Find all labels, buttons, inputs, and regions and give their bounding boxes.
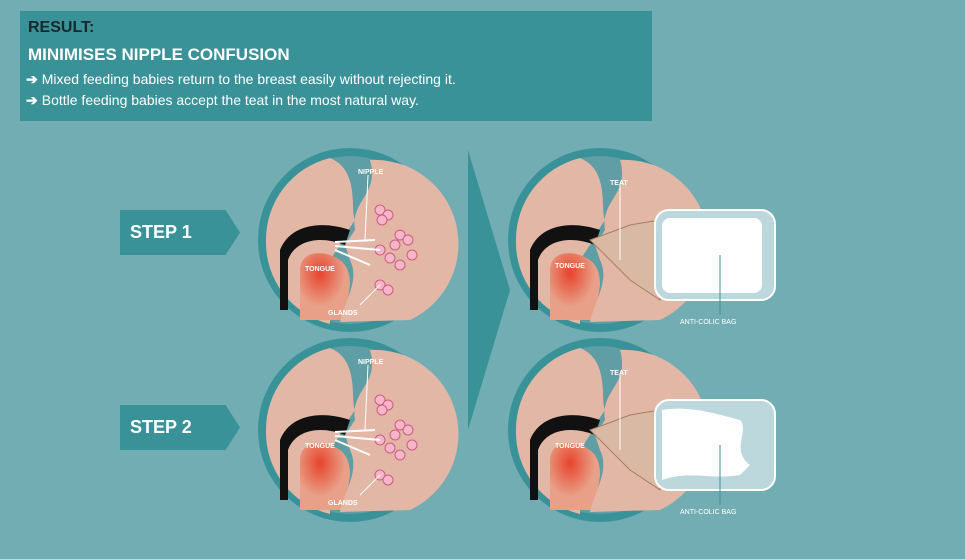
arrow-right-icon: ➔ [26,92,38,108]
glands-label: GLANDS [328,310,358,317]
step-2-label: STEP 2 [120,405,240,450]
arrow-right-icon: ➔ [26,71,38,87]
glands-label: GLANDS [328,500,358,507]
bullet-text: Mixed feeding babies return to the breas… [41,71,456,87]
teat-label: TEAT [610,180,628,187]
step-1-label: STEP 1 [120,210,240,255]
result-title: MINIMISES NIPPLE CONFUSION [28,45,290,64]
anti-colic-bag-label: ANTI-COLIC BAG [680,319,736,326]
bottle-step-1: TEAT TONGUE ANTI-COLIC BAG [508,148,776,332]
tongue-label: TONGUE [305,266,335,273]
transition-arrow-icon [468,150,510,430]
result-panel: RESULT: MINIMISES NIPPLE CONFUSION ➔Mixe… [20,11,652,121]
nipple-label: NIPPLE [358,359,384,366]
anti-colic-bag-label: ANTI-COLIC BAG [680,509,736,516]
breast-step-1: NIPPLE TONGUE GLANDS [258,148,459,332]
bullet-text: Bottle feeding babies accept the teat in… [41,92,419,108]
bottle-step-2: TEAT TONGUE ANTI-COLIC BAG [508,338,776,522]
result-heading: RESULT: [28,19,95,36]
bullet-item: ➔Mixed feeding babies return to the brea… [26,71,456,88]
tongue-label: TONGUE [555,263,585,270]
bullet-item: ➔Bottle feeding babies accept the teat i… [26,92,419,109]
teat-label: TEAT [610,370,628,377]
breast-step-2: NIPPLE TONGUE GLANDS [258,338,459,522]
tongue-label: TONGUE [555,443,585,450]
nipple-label: NIPPLE [358,169,384,176]
tongue-label: TONGUE [305,443,335,450]
